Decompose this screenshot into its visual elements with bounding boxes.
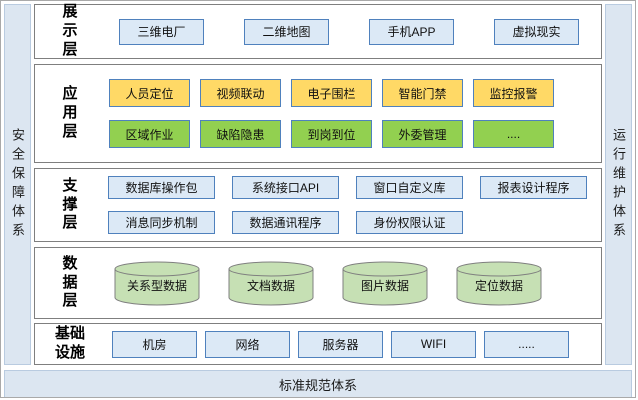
- layer-label-display: 展示层: [62, 3, 78, 58]
- cylinder-positioning-data: 定位数据: [456, 261, 542, 306]
- layer-content-display: 三维电厂 二维地图 手机APP 虚拟现实: [105, 5, 601, 58]
- cylinder-row: 关系型数据 文档数据 图片数据: [114, 261, 542, 306]
- box-electronic-fence: 电子围栏: [291, 79, 372, 107]
- box-3d-plant: 三维电厂: [119, 18, 204, 45]
- layer-content-support: 数据库操作包 系统接口API 窗口自定义库 报表设计程序 消息同步机制 数据通讯…: [105, 169, 601, 241]
- bottom-system-label: 标准规范体系: [278, 377, 357, 393]
- cylinder-image-data: 图片数据: [342, 261, 428, 306]
- left-system-label: 安全保障体系: [10, 127, 25, 242]
- layer-label-col: 展示层: [35, 3, 105, 58]
- box-wifi: WIFI: [391, 330, 476, 358]
- box-system-api: 系统接口API: [232, 176, 339, 199]
- box-mobile-app: 手机APP: [369, 18, 454, 45]
- database-cylinder-icon: [228, 261, 314, 305]
- layer-band-display: 展示层 三维电厂 二维地图 手机APP 虚拟现实: [34, 3, 602, 59]
- box-row: 数据库操作包 系统接口API 窗口自定义库 报表设计程序: [108, 176, 587, 199]
- layer-content-data: 关系型数据 文档数据 图片数据: [105, 248, 601, 318]
- database-cylinder-icon: [456, 261, 542, 305]
- box-data-comm-program: 数据通讯程序: [232, 211, 339, 234]
- box-2d-map: 二维地图: [244, 18, 329, 45]
- box-area-operations: 区域作业: [109, 120, 190, 148]
- layer-label-data: 数据层: [62, 254, 78, 310]
- box-video-linkage: 视频联动: [200, 79, 281, 107]
- box-row: 三维电厂 二维地图 手机APP 虚拟现实: [119, 18, 579, 45]
- layer-label-col: 应用层: [35, 65, 105, 162]
- bottom-system-strip: 标准规范体系: [4, 370, 632, 397]
- layer-band-application: 应用层 人员定位 视频联动 电子围栏 智能门禁 监控报警 区域作业 缺陷隐患 到…: [34, 64, 602, 163]
- layer-label-col: 支撑层: [35, 169, 105, 241]
- box-row: 消息同步机制 数据通讯程序 身份权限认证: [108, 211, 463, 234]
- cylinder-document-data: 文档数据: [228, 261, 314, 306]
- box-monitoring-alarm: 监控报警: [473, 79, 554, 107]
- layer-content-application: 人员定位 视频联动 电子围栏 智能门禁 监控报警 区域作业 缺陷隐患 到岗到位 …: [105, 65, 601, 162]
- left-system-strip: 安全保障体系: [4, 4, 31, 365]
- cylinder-label: 文档数据: [246, 278, 295, 293]
- box-on-duty: 到岗到位: [291, 120, 372, 148]
- cylinder-label: 关系型数据: [126, 278, 187, 293]
- box-outsourcing-mgmt: 外委管理: [382, 120, 463, 148]
- layer-label-col: 数据层: [35, 248, 105, 318]
- box-more-infra: .....: [484, 330, 569, 358]
- box-row: 区域作业 缺陷隐患 到岗到位 外委管理 ....: [109, 120, 554, 148]
- box-defect-hazard: 缺陷隐患: [200, 120, 281, 148]
- box-window-custom-lib: 窗口自定义库: [356, 176, 463, 199]
- box-virtual-reality: 虚拟现实: [494, 18, 579, 45]
- cylinder-label: 图片数据: [360, 278, 409, 293]
- box-row: 机房 网络 服务器 WIFI .....: [112, 330, 569, 358]
- database-cylinder-icon: [342, 261, 428, 305]
- box-machine-room: 机房: [112, 330, 197, 358]
- database-cylinder-icon: [114, 261, 200, 305]
- layer-label-col: 基础设施: [35, 324, 105, 364]
- box-more-apps: ....: [473, 120, 554, 148]
- box-network: 网络: [205, 330, 290, 358]
- right-system-strip: 运行维护体系: [605, 4, 632, 365]
- layer-label-application: 应用层: [62, 85, 78, 140]
- cylinder-label: 定位数据: [474, 278, 523, 293]
- box-report-designer: 报表设计程序: [480, 176, 587, 199]
- box-server: 服务器: [298, 330, 383, 358]
- box-identity-auth: 身份权限认证: [356, 211, 463, 234]
- layer-label-support: 支撑层: [62, 176, 78, 232]
- layer-band-support: 支撑层 数据库操作包 系统接口API 窗口自定义库 报表设计程序 消息同步机制 …: [34, 168, 602, 242]
- box-smart-access-control: 智能门禁: [382, 79, 463, 107]
- layer-band-infrastructure: 基础设施 机房 网络 服务器 WIFI .....: [34, 323, 602, 365]
- layer-content-infrastructure: 机房 网络 服务器 WIFI .....: [105, 324, 601, 364]
- layer-band-data: 数据层 关系型数据 文档数据: [34, 247, 602, 319]
- box-personnel-positioning: 人员定位: [109, 79, 190, 107]
- box-row: 人员定位 视频联动 电子围栏 智能门禁 监控报警: [109, 79, 554, 107]
- box-database-toolkit: 数据库操作包: [108, 176, 215, 199]
- layer-label-infrastructure: 基础设施: [54, 325, 85, 361]
- box-message-sync: 消息同步机制: [108, 211, 215, 234]
- cylinder-relational-data: 关系型数据: [114, 261, 200, 306]
- right-system-label: 运行维护体系: [611, 127, 626, 242]
